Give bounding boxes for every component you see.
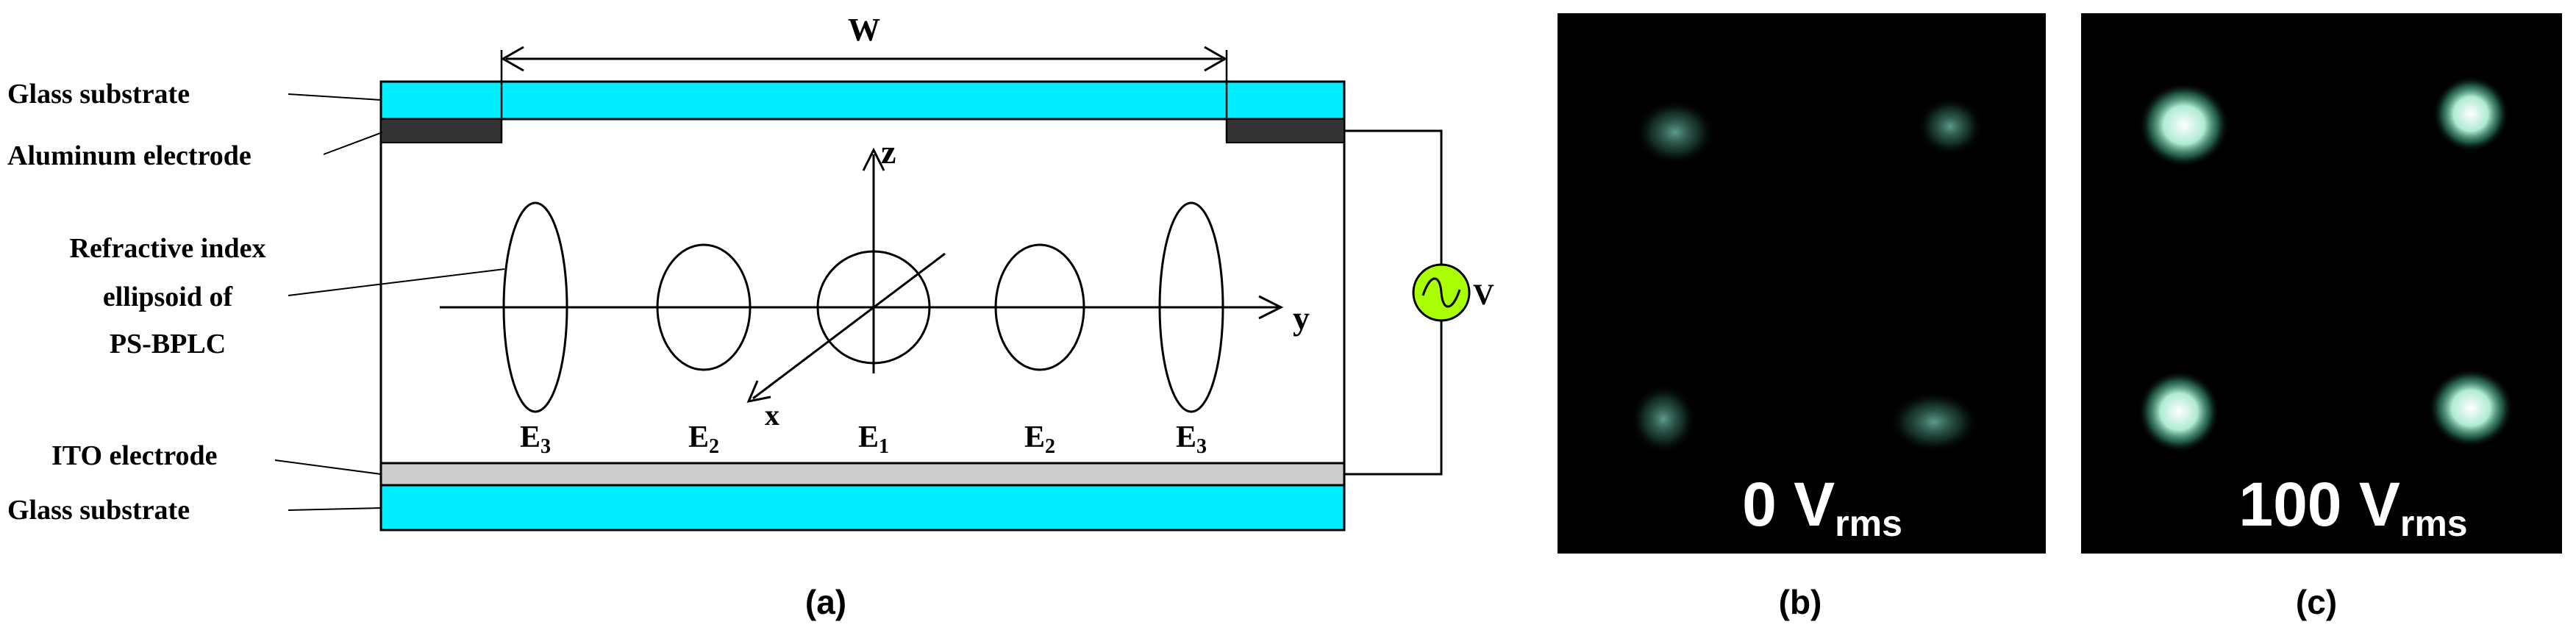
width-arrow-left-icon (500, 46, 524, 72)
spot-b-top-right (1917, 97, 1983, 156)
voltage-label-c: 100 Vrms (2238, 470, 2467, 544)
panel-b-image: 0 Vrms (b) (1558, 13, 2046, 621)
field-label-e2-left: E2 (688, 420, 719, 458)
field-label-e2-right: E2 (1024, 420, 1055, 458)
spot-b-bottom-left (1630, 384, 1696, 454)
y-axis-label: y (1293, 299, 1310, 337)
x-axis-label: x (765, 398, 779, 432)
spot-b-top-left (1635, 99, 1716, 165)
caption-b: (b) (1779, 583, 1822, 621)
caption-a: (a) (805, 583, 846, 621)
ellipsoid-e2-right (994, 243, 1085, 371)
bottom-glass-substrate (379, 484, 1346, 531)
field-label-e3-left: E3 (520, 420, 551, 458)
leader-glass-top (288, 93, 382, 101)
spot-c-top-left (2138, 82, 2230, 168)
spot-b-bottom-right (1888, 391, 1980, 453)
ellipsoid-e1-center (816, 250, 931, 365)
ellipsoid-e3-right (1158, 201, 1224, 413)
label-ito-electrode: ITO electrode (51, 440, 218, 471)
aluminum-electrode-left (380, 118, 502, 143)
width-arrow-right-icon (1204, 46, 1228, 72)
spot-c-bottom-right (2428, 368, 2513, 448)
voltage-label-b: 0 Vrms (1742, 470, 1902, 544)
width-label: W (848, 12, 880, 48)
x-axis (752, 252, 946, 400)
panel-a-schematic: W V z y x E3 E2 E1 E2 E3 Glass substrat (7, 12, 1494, 621)
label-refractive-index-line1: Refractive index (70, 233, 266, 264)
leader-aluminum (323, 132, 383, 155)
panel-c-image: 100 Vrms (c) (2081, 13, 2562, 621)
lc-cell-outline (379, 118, 1346, 472)
ellipsoid-e3-left (502, 201, 568, 413)
label-refractive-index-line3: PS-BPLC (110, 329, 226, 359)
voltage-label: V (1473, 278, 1494, 311)
leader-glass-bottom (288, 507, 382, 511)
leader-ito (274, 459, 382, 475)
y-axis-arrow-icon (1258, 295, 1284, 320)
z-axis-label: z (881, 133, 896, 171)
x-axis-arrow-icon (746, 380, 771, 404)
leader-refractive-index (288, 268, 505, 296)
spot-c-bottom-left (2138, 371, 2220, 453)
field-label-e3-right: E3 (1176, 420, 1207, 458)
top-glass-substrate (379, 80, 1346, 121)
label-refractive-index-line2: ellipsoid of (103, 282, 234, 312)
ito-electrode-layer (379, 462, 1346, 487)
caption-c: (c) (2296, 583, 2337, 621)
circuit-wire-top (1344, 129, 1443, 265)
label-glass-substrate-bottom: Glass substrate (7, 495, 190, 526)
circuit-wire-bottom (1344, 321, 1443, 476)
ac-voltage-source-icon (1412, 263, 1471, 322)
label-aluminum-electrode: Aluminum electrode (7, 140, 251, 171)
spot-c-top-right (2433, 76, 2509, 152)
field-label-e1: E1 (858, 420, 889, 458)
z-axis-arrow-icon (862, 147, 885, 171)
label-glass-substrate-top: Glass substrate (7, 79, 190, 110)
aluminum-electrode-right (1226, 118, 1345, 143)
ellipsoid-e2-left (656, 243, 752, 371)
